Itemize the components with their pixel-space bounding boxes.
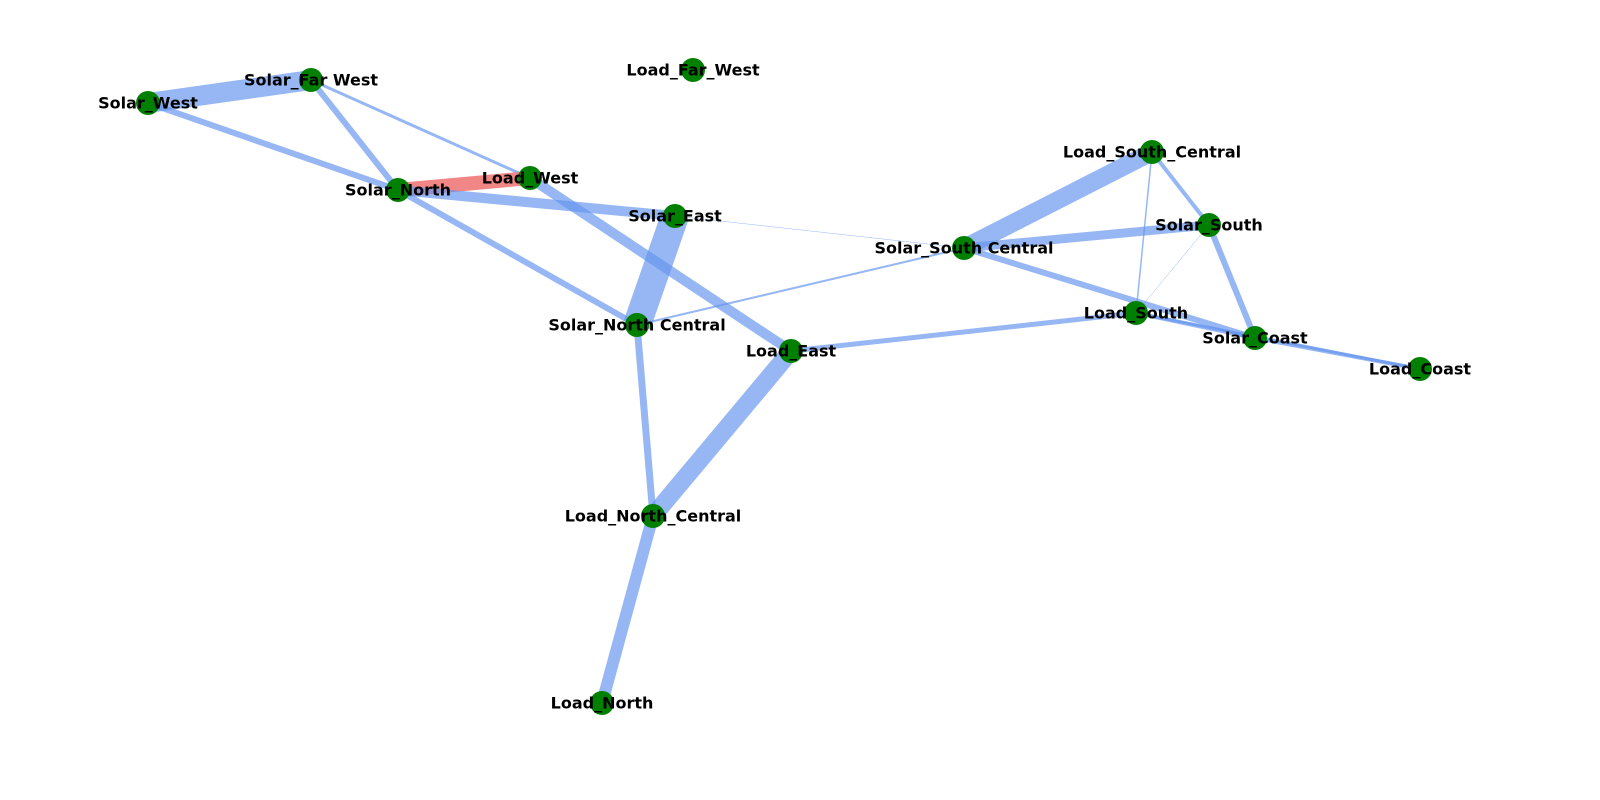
- edge-solar_south-load_south: [1135, 224, 1210, 314]
- edge-load_east-load_north_central: [646, 345, 798, 522]
- node-label-solar-north: Solar_North: [345, 181, 451, 200]
- node-solar-south-central[interactable]: [952, 236, 976, 260]
- node-label-solar-coast: Solar_Coast: [1202, 329, 1308, 348]
- node-load-north-central[interactable]: [641, 504, 665, 528]
- edge-solar_west-solar_far_west: [146, 70, 313, 113]
- edge-solar_south-solar_coast: [1206, 223, 1258, 340]
- node-label-load-north-central: Load_North_Central: [565, 507, 742, 526]
- node-label-solar-far-west: Solar_Far West: [244, 71, 378, 90]
- node-solar-south[interactable]: [1197, 213, 1221, 237]
- edge-load_east-load_south: [790, 310, 1137, 354]
- edge-solar_north-solar_north_central: [396, 187, 639, 328]
- edge-solar_south_central-solar_south: [963, 220, 1210, 253]
- node-load-west[interactable]: [518, 166, 542, 190]
- node-solar-west[interactable]: [136, 91, 160, 115]
- edge-load_north_central-load_north: [596, 514, 659, 705]
- node-label-solar-west: Solar_West: [98, 94, 198, 113]
- node-solar-far-west[interactable]: [299, 68, 323, 92]
- edge-solar_south_central-solar_coast: [963, 245, 1256, 341]
- node-label-solar-south-central: Solar_South Central: [874, 239, 1053, 258]
- node-load-north[interactable]: [590, 691, 614, 715]
- edge-load_south_central-load_south: [1135, 151, 1153, 314]
- node-load-coast[interactable]: [1408, 357, 1432, 381]
- edge-solar_far_west-load_west: [310, 78, 531, 180]
- node-label-solar-north-central: Solar_North Central: [548, 316, 725, 335]
- edge-solar_north_central-solar_south_central: [636, 247, 965, 326]
- label-layer: Solar_West Solar_Far West Load_Far_WestSol…: [98, 61, 1471, 713]
- edge-solar_south_central-load_south_central: [959, 143, 1157, 257]
- edge-layer: [146, 70, 1421, 705]
- edge-solar_east-solar_north_central: [623, 211, 689, 330]
- edge-solar_north_central-load_north_central: [633, 324, 657, 517]
- node-label-solar-south: Solar_South: [1155, 216, 1263, 235]
- node-label-solar-east: Solar_East: [628, 207, 722, 226]
- node-solar-north-central[interactable]: [625, 313, 649, 337]
- edge-solar_north-solar_east: [397, 185, 676, 221]
- node-load-south[interactable]: [1124, 301, 1148, 325]
- node-load-east[interactable]: [779, 339, 803, 363]
- edge-solar_coast-load_coast: [1254, 336, 1421, 371]
- node-layer: [136, 58, 1432, 715]
- node-solar-north[interactable]: [386, 178, 410, 202]
- edge-solar_east-solar_south_central: [674, 215, 965, 249]
- node-label-load-south-central: Load_South_Central: [1063, 143, 1241, 162]
- edge-solar_far_west-solar_north: [308, 78, 401, 192]
- node-label-load-east: Load_East: [746, 342, 837, 361]
- node-solar-coast[interactable]: [1243, 326, 1267, 350]
- node-label-load-west: Load_West: [482, 169, 579, 188]
- node-label-load-far-west: Load_Far_West: [626, 61, 760, 80]
- node-solar-east[interactable]: [663, 204, 687, 228]
- node-label-load-north: Load_North: [551, 694, 654, 713]
- node-label-load-south: Load_South: [1084, 304, 1188, 323]
- edge-load_south_central-solar_south: [1150, 150, 1211, 227]
- edge-solar_west-solar_north: [147, 100, 399, 193]
- node-label-load-coast: Load_Coast: [1369, 360, 1471, 379]
- node-load-south-central[interactable]: [1140, 140, 1164, 164]
- node-load-far-west[interactable]: [681, 58, 705, 82]
